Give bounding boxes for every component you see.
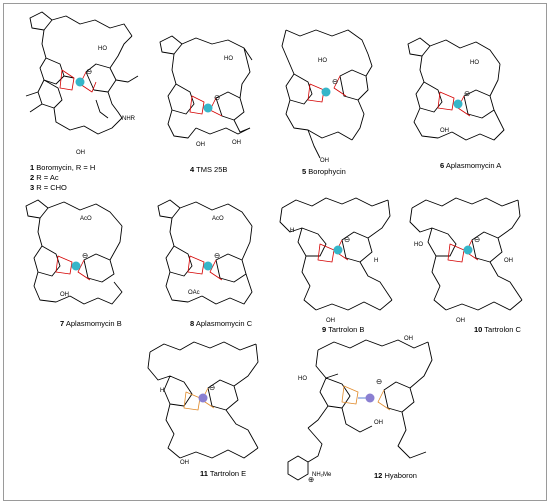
charge-markers: ⊖ ⊖ ⊖ ⊖ ⊖ ⊖ ⊖ ⊖ ⊖ ⊖ ⊕ — [82, 67, 480, 484]
atom-labels: HO OH NHR HO OH OH HO OH HO OH AcO OH Ac… — [60, 46, 513, 478]
caption-name-9: Tartrolon B — [328, 325, 364, 334]
structure-tartrolon-e — [147, 341, 259, 459]
caption-name-5: Borophycin — [308, 167, 346, 176]
caption-compound-10: 10 Tartrolon C — [474, 325, 522, 334]
oh-label-6b: OH — [440, 128, 449, 134]
aco-label-8: AcO — [212, 216, 224, 222]
caption-compound-6: 6 Aplasmomycin A — [440, 161, 501, 170]
caption-compound-7: 7 Aplasmomycin B — [60, 319, 122, 328]
oac-label-8: OAc — [188, 290, 200, 296]
minus-charge-9: ⊖ — [344, 235, 350, 244]
boron-atom-7 — [71, 261, 81, 271]
caption-number-1: 1 — [30, 163, 34, 172]
caption-number-10: 10 — [474, 325, 482, 334]
caption-number-11: 11 — [200, 469, 208, 478]
boron-atom-6 — [453, 99, 463, 109]
caption-compound-12: 12 Hyaboron — [374, 471, 417, 480]
boron-atoms — [71, 77, 473, 403]
caption-compound-11: 11 Tartrolon E — [200, 469, 246, 478]
caption-compound-4: 4 TMS 25B — [190, 165, 227, 174]
h-label-11: H — [160, 388, 164, 394]
oh-label-4c: OH — [232, 140, 241, 146]
oh-label-1b: OH — [76, 150, 85, 156]
structure-hyaboron — [287, 339, 433, 481]
minus-charge-11: ⊖ — [209, 383, 215, 392]
structure-tms-25b — [159, 35, 253, 139]
oh-label-10: OH — [504, 258, 513, 264]
h-label-9: H — [290, 228, 294, 234]
caption-name-6: Aplasmomycin A — [446, 161, 501, 170]
minus-charge-1: ⊖ — [86, 67, 92, 76]
oh-label-12: OH — [374, 420, 383, 426]
boron-atom-4 — [203, 103, 213, 113]
structure-aplasmomycin-a — [407, 37, 505, 141]
minus-charge-12: ⊖ — [376, 377, 382, 386]
structure-tartrolon-b — [279, 197, 393, 311]
caption-compound-5: 5 Borophycin — [302, 167, 346, 176]
minus-charge-7: ⊖ — [82, 251, 88, 260]
structure-boromycin — [25, 11, 139, 135]
caption-number-12: 12 — [374, 471, 382, 480]
caption-number-9: 9 — [322, 325, 326, 334]
caption-name-12: Hyaboron — [384, 471, 417, 480]
structure-borophycin — [281, 29, 373, 159]
caption-name-1: Boromycin, R = H — [36, 163, 95, 172]
oh-label-4b: OH — [196, 142, 205, 148]
caption-number-7: 7 — [60, 319, 64, 328]
nhr-label: NHR — [122, 116, 136, 122]
caption-name-3: R = CHO — [36, 183, 67, 192]
structure-aplasmomycin-c — [157, 199, 253, 305]
minus-charge-8: ⊖ — [214, 251, 220, 260]
caption-compound-1: 1 Boromycin, R = H — [30, 163, 95, 172]
caption-compound-9: 9 Tartrolon B — [322, 325, 364, 334]
caption-number-6: 6 — [440, 161, 444, 170]
minus-charge-5: ⊖ — [332, 77, 338, 86]
minus-charge-4: ⊖ — [214, 93, 220, 102]
boron-atom-5 — [321, 87, 331, 97]
caption-number-3: 3 — [30, 183, 34, 192]
boron-atom-8 — [203, 261, 213, 271]
oh-label-7: OH — [60, 292, 69, 298]
compound-captions: 1 Boromycin, R = H 2 R = Ac 3 R = CHO 4 … — [30, 161, 522, 480]
ho-label-10: HO — [414, 242, 423, 248]
boron-atom-9 — [333, 245, 343, 255]
caption-number-4: 4 — [190, 165, 195, 174]
caption-name-10: Tartrolon C — [484, 325, 521, 334]
boron-atom-11 — [198, 393, 208, 403]
oh-label-5b: OH — [320, 158, 329, 164]
minus-charge-6: ⊖ — [464, 89, 470, 98]
caption-compound-2: 2 R = Ac — [30, 173, 59, 182]
oh-label-1: HO — [98, 46, 107, 52]
caption-number-8: 8 — [190, 319, 194, 328]
caption-name-7: Aplasmomycin B — [66, 319, 122, 328]
minus-charge-10: ⊖ — [474, 235, 480, 244]
caption-name-2: R = Ac — [36, 173, 59, 182]
plus-charge-12: ⊕ — [308, 475, 314, 484]
boron-atom-10 — [463, 245, 473, 255]
figure-border — [3, 3, 547, 501]
caption-number-5: 5 — [302, 167, 306, 176]
boron-atom-12 — [365, 393, 375, 403]
caption-name-4: TMS 25B — [196, 165, 227, 174]
boron-atom-1 — [75, 77, 85, 87]
oh-label-10b: OH — [456, 318, 465, 324]
oh-label-9: OH — [326, 318, 335, 324]
structure-aplasmomycin-b — [25, 199, 123, 305]
caption-name-8: Aplasmomycin C — [196, 319, 253, 328]
oh-label-4: HO — [224, 56, 233, 62]
oh-label-6: HO — [470, 60, 479, 66]
caption-compound-8: 8 Aplasmomycin C — [190, 319, 253, 328]
ho-label-12: HO — [298, 376, 307, 382]
oh-label-12b: OH — [404, 336, 413, 342]
caption-name-11: Tartrolon E — [210, 469, 246, 478]
oh-label-11: OH — [180, 460, 189, 466]
nh2me-label: NH₂Me — [312, 472, 332, 478]
oh-label-5: HO — [318, 58, 327, 64]
caption-number-2: 2 — [30, 173, 34, 182]
caption-compound-3: 3 R = CHO — [30, 183, 67, 192]
aco-label-7: AcO — [80, 216, 92, 222]
h-label-9b: H — [374, 258, 378, 264]
